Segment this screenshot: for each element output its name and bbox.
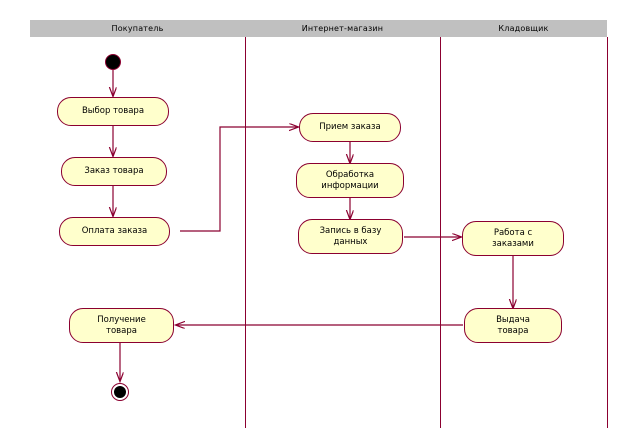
node-write-database-label: Запись в базу данных <box>319 225 382 247</box>
node-order-goods[interactable]: Заказ товара <box>61 157 167 186</box>
node-select-goods-label: Выбор товара <box>81 106 145 116</box>
node-issue-goods-label: Выдача товара <box>496 314 530 336</box>
start-marker[interactable] <box>105 54 121 70</box>
node-work-orders-label: Работа с заказами <box>492 227 534 249</box>
node-order-goods-label: Заказ товара <box>84 166 144 176</box>
flow-pay-to-accept <box>180 127 298 232</box>
node-work-orders[interactable]: Работа с заказами <box>462 221 564 256</box>
lane-header-buyer[interactable]: Покупатель <box>30 20 245 37</box>
node-select-goods[interactable]: Выбор товара <box>57 97 169 126</box>
node-receive-goods-label: Получение товара <box>97 314 146 336</box>
lane-divider-shop-storeman <box>440 37 441 428</box>
end-marker[interactable] <box>111 383 129 401</box>
node-process-info[interactable]: Обработка информации <box>296 163 404 198</box>
node-pay-order-label: Оплата заказа <box>81 226 148 236</box>
node-write-database[interactable]: Запись в базу данных <box>298 219 403 254</box>
node-accept-order-label: Прием заказа <box>319 122 381 132</box>
node-receive-goods[interactable]: Получение товара <box>69 308 174 343</box>
node-issue-goods[interactable]: Выдача товара <box>464 308 562 343</box>
end-marker-core <box>114 386 126 398</box>
lane-header-storeman-label: Кладовщик <box>498 24 549 33</box>
node-process-info-label: Обработка информации <box>321 169 379 191</box>
node-pay-order[interactable]: Оплата заказа <box>59 217 170 246</box>
lane-header-buyer-label: Покупатель <box>111 24 164 33</box>
lane-header-shop[interactable]: Интернет-магазин <box>245 20 440 37</box>
lane-right-border <box>607 37 608 428</box>
node-accept-order[interactable]: Прием заказа <box>299 113 401 142</box>
lane-header-storeman[interactable]: Кладовщик <box>440 20 607 37</box>
lane-divider-buyer-shop <box>245 37 246 428</box>
lane-header-shop-label: Интернет-магазин <box>301 24 384 33</box>
